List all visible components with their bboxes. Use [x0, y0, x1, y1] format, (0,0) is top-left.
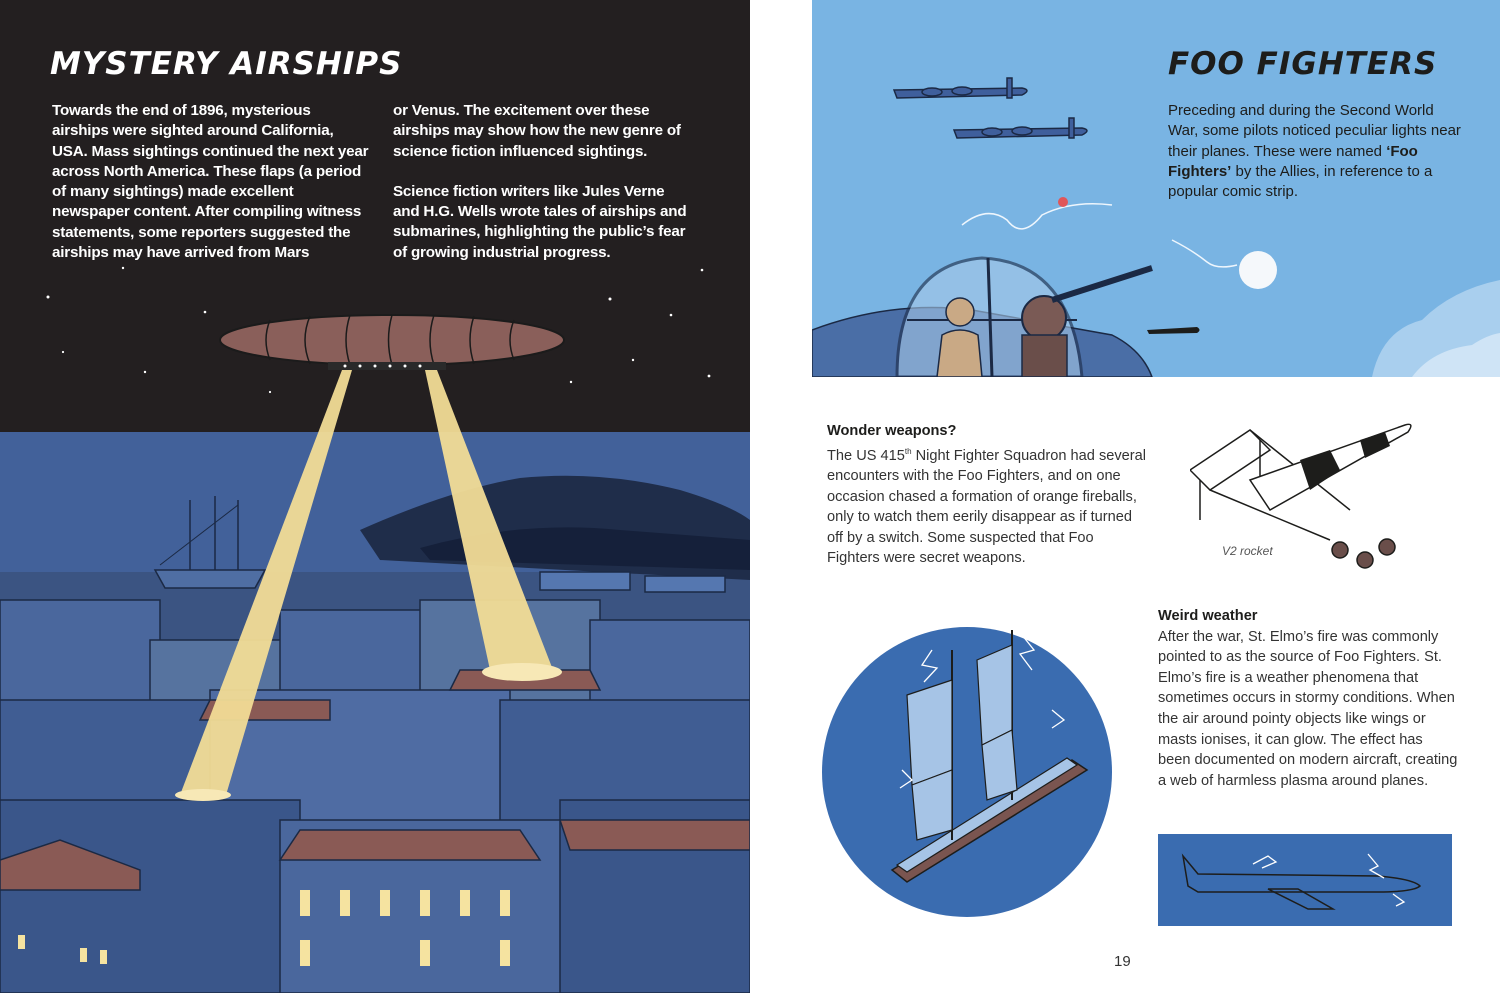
mystery-airships-column-1: Towards the end of 1896, mysterious airs… — [52, 101, 370, 283]
wonder-weapons-section: Wonder weapons? The US 415th Night Fight… — [827, 421, 1147, 569]
keyword-foo-fighters: ‘Foo Fighters’ — [1168, 142, 1418, 180]
paragraph-text: The US 415 — [827, 447, 905, 464]
right-page: FOO FIGHTERS Preceding and during the Se… — [750, 0, 1500, 993]
v2-rocket-icon — [1190, 423, 1412, 569]
section-heading: Weird weather — [1158, 608, 1258, 624]
page-title-foo-fighters: FOO FIGHTERS — [1168, 46, 1438, 82]
left-page: MYSTERY AIRSHIPS Towards the end of 1896… — [0, 0, 750, 993]
keyword-flaps: flaps — [260, 162, 295, 180]
bomber-plane-icon — [892, 77, 1088, 139]
distant-plane-icon — [1147, 327, 1200, 334]
night-city-illustration — [0, 266, 750, 993]
weird-weather-section: Weird weather After the war, St. Elmo’s … — [1158, 606, 1458, 791]
v2-rocket-caption: V2 rocket — [1222, 544, 1273, 558]
paragraph-text: Science fiction writers like Jules Verne… — [393, 182, 687, 261]
sailing-ship-icon — [153, 496, 267, 589]
glowing-orb-icon — [1239, 251, 1277, 289]
stars-icon — [46, 266, 711, 394]
foo-fighter-light-icon — [1058, 197, 1068, 207]
foo-fighters-intro: Preceding and during the Second World Wa… — [1168, 101, 1468, 202]
airliner-icon — [1158, 834, 1452, 926]
paragraph-text: After the war, St. Elmo’s fire was commo… — [1158, 628, 1458, 789]
sailing-ship-icon — [822, 627, 1112, 917]
section-heading: Wonder weapons? — [827, 423, 957, 439]
paragraph-text: Preceding and during the Second World Wa… — [1168, 102, 1461, 160]
ordinal-suffix: th — [904, 446, 912, 456]
pilot-icon — [936, 297, 983, 377]
page-title-mystery-airships: MYSTERY AIRSHIPS — [50, 46, 403, 82]
paragraph-text: Towards the end of 1896, mysterious airs… — [52, 102, 369, 180]
steamship-icon — [539, 571, 631, 591]
page-number: 19 — [1114, 953, 1131, 970]
paragraph-text: or Venus. The excitement over these airs… — [393, 102, 681, 160]
paragraph-text: Night Fighter Squadron had several encou… — [827, 447, 1147, 567]
airship-icon — [219, 314, 565, 370]
turret-gun-icon — [1021, 265, 1153, 377]
mystery-airships-column-2: or Venus. The excitement over these airs… — [393, 101, 693, 283]
paragraph-text: (a period of many sightings) made excell… — [52, 162, 362, 262]
searchlight-beam-icon — [175, 370, 562, 801]
paragraph-text: by the Allies, in reference to a popular… — [1168, 162, 1433, 201]
page-gutter — [750, 0, 812, 993]
cockpit-sky-illustration — [812, 0, 1500, 377]
